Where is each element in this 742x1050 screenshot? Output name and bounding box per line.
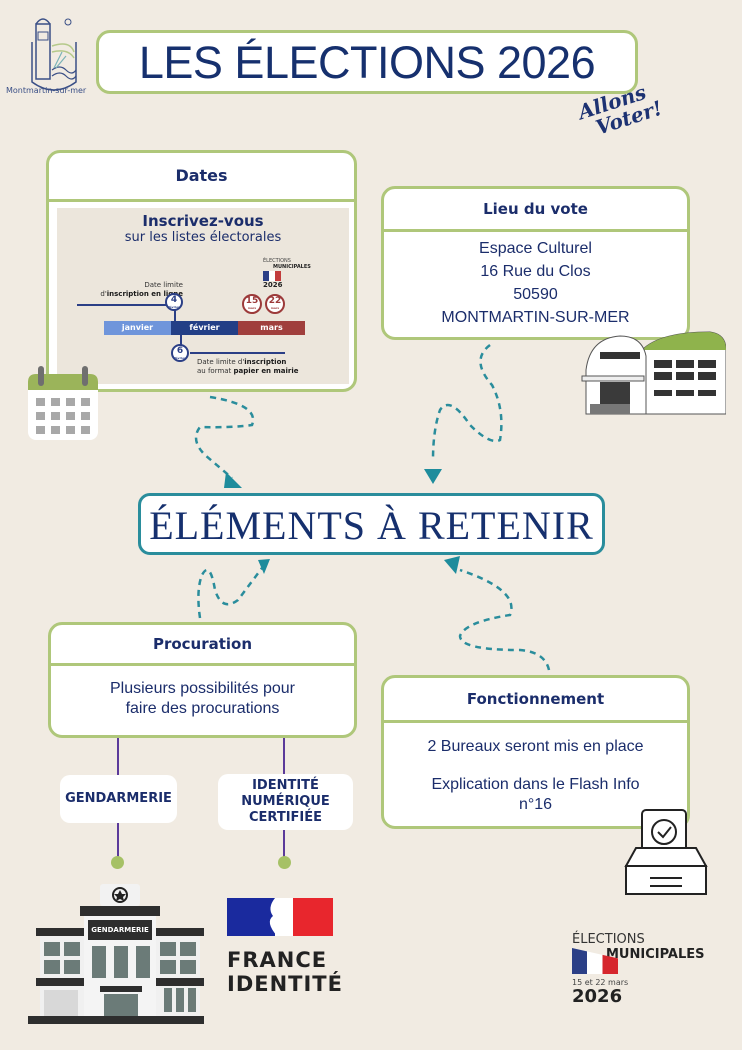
paper-deadline-label: Date limite d'inscription au format papi… [197,358,347,376]
center-title-box: ÉLÉMENTS À RETENIR [138,493,605,555]
france-identite-line2: IDENTITÉ [227,972,343,996]
month-janvier: janvier [104,321,171,335]
dates-heading: Dates [49,153,354,202]
footer-logo-line2: MUNICIPALES [606,947,705,962]
procuration-line-1: Plusieurs possibilités pour [110,680,295,697]
registration-timeline: Inscrivez-vous sur les listes électorale… [57,208,349,384]
online-label-prefix: d' [100,290,107,298]
timeline-title: Inscrivez-vous [142,212,264,230]
procuration-line-2: faire des procurations [125,700,280,717]
option-gendarmerie[interactable]: GENDARMERIE [60,775,177,823]
footer-logo-line1: ÉLECTIONS [572,932,645,947]
month-fevrier: février [171,321,238,335]
france-identite-logo: FRANCE IDENTITÉ [227,898,343,998]
address-line-city: MONTMARTIN-SUR-MER [441,309,630,326]
cultural-center-illustration [580,330,727,416]
fonctionnement-card: Fonctionnement 2 Bureaux seront mis en p… [381,675,690,829]
ballot-box-icon [624,808,708,896]
arrowhead-dates [224,472,242,488]
arrow-fonctionnement-to-center [458,568,551,671]
logo-text: Montmartin-sur-mer [6,86,87,95]
mini-logo-line2: MUNICIPALES [273,264,311,270]
fonctionnement-body: 2 Bureaux seront mis en place Explicatio… [384,723,687,815]
month-mars: mars [238,321,305,335]
online-label-bold: inscription en ligne [106,290,183,298]
gendarmerie-illustration: GENDARMERIE [28,884,204,1024]
mini-logo-line1: ÉLECTIONS [263,258,291,264]
footer-logo-year: 2026 [572,986,623,1007]
connector-dot-identite [278,856,291,869]
connector-dot-gendarmerie [111,856,124,869]
online-deadline-stem [174,308,176,322]
marianne-flag-icon [227,898,333,936]
mini-flag-icon [263,271,281,281]
gendarmerie-sign: GENDARMERIE [91,926,149,934]
fonctionnement-line-1: 2 Bureaux seront mis en place [427,738,644,755]
title-banner: LES ÉLECTIONS 2026 [96,30,638,94]
arrow-lieu-to-center [431,344,503,461]
center-title: ÉLÉMENTS À RETENIR [149,503,594,548]
paper-deadline-line [190,352,285,354]
option-gendarmerie-label: GENDARMERIE [65,791,172,806]
paper-label-bold-2: papier en mairie [233,367,299,375]
fonctionnement-line-3: n°16 [518,796,553,813]
france-identite-line1: FRANCE [227,948,328,972]
page-title: LES ÉLECTIONS 2026 [138,37,596,88]
fonctionnement-heading: Fonctionnement [384,678,687,723]
municipality-logo: Montmartin-sur-mer [6,12,94,96]
option-identite-numerique[interactable]: IDENTITÉ NUMÉRIQUE CERTIFIÉE [218,774,353,830]
online-deadline-line [77,304,175,306]
online-deadline-label: Date limite d'inscription en ligne [87,281,183,299]
arrowhead-fonctionnement [444,556,460,574]
identite-line-2: NUMÉRIQUE [241,794,330,809]
footer-logo-dates: 15 et 22 mars [572,978,629,987]
online-label-line1: Date limite [144,281,183,289]
option-identite-label: IDENTITÉ NUMÉRIQUE CERTIFIÉE [241,778,330,826]
arrowhead-procuration [258,559,270,574]
lieu-heading: Lieu du vote [384,189,687,232]
arrowhead-lieu [424,469,442,484]
address-line-postcode: 50590 [513,286,558,303]
address-line-street: 16 Rue du Clos [480,263,591,280]
lieu-card: Lieu du vote Espace Culturel 16 Rue du C… [381,186,690,340]
fonctionnement-line-2: Explication dans le Flash Info [431,776,640,793]
calendar-icon [28,366,98,440]
arrow-dates-to-center [194,395,255,479]
town-crest-icon [31,18,77,91]
paper-label-prefix-2: au format [197,367,234,375]
arrow-procuration-to-center [197,567,263,619]
elections-municipales-logo: ÉLECTIONS MUNICIPALES 15 et 22 mars 2026 [572,932,732,1024]
paper-deadline-stem [180,335,182,345]
timeline-subtitle: sur les listes électorales [124,230,282,245]
mini-logo-year: 2026 [263,281,283,289]
identite-line-3: CERTIFIÉE [248,810,323,825]
address-line-venue: Espace Culturel [479,240,592,257]
mini-election-logo: ÉLECTIONS MUNICIPALES 2026 [263,258,323,289]
paper-label-prefix: Date limite d' [197,358,245,366]
paper-label-bold: inscription [244,358,287,366]
procuration-card: Procuration Plusieurs possibilités pour … [48,622,357,738]
identite-line-1: IDENTITÉ [252,778,319,793]
procuration-body: Plusieurs possibilités pour faire des pr… [51,666,354,719]
lieu-address: Espace Culturel 16 Rue du Clos 50590 MON… [384,232,687,329]
procuration-heading: Procuration [51,625,354,666]
